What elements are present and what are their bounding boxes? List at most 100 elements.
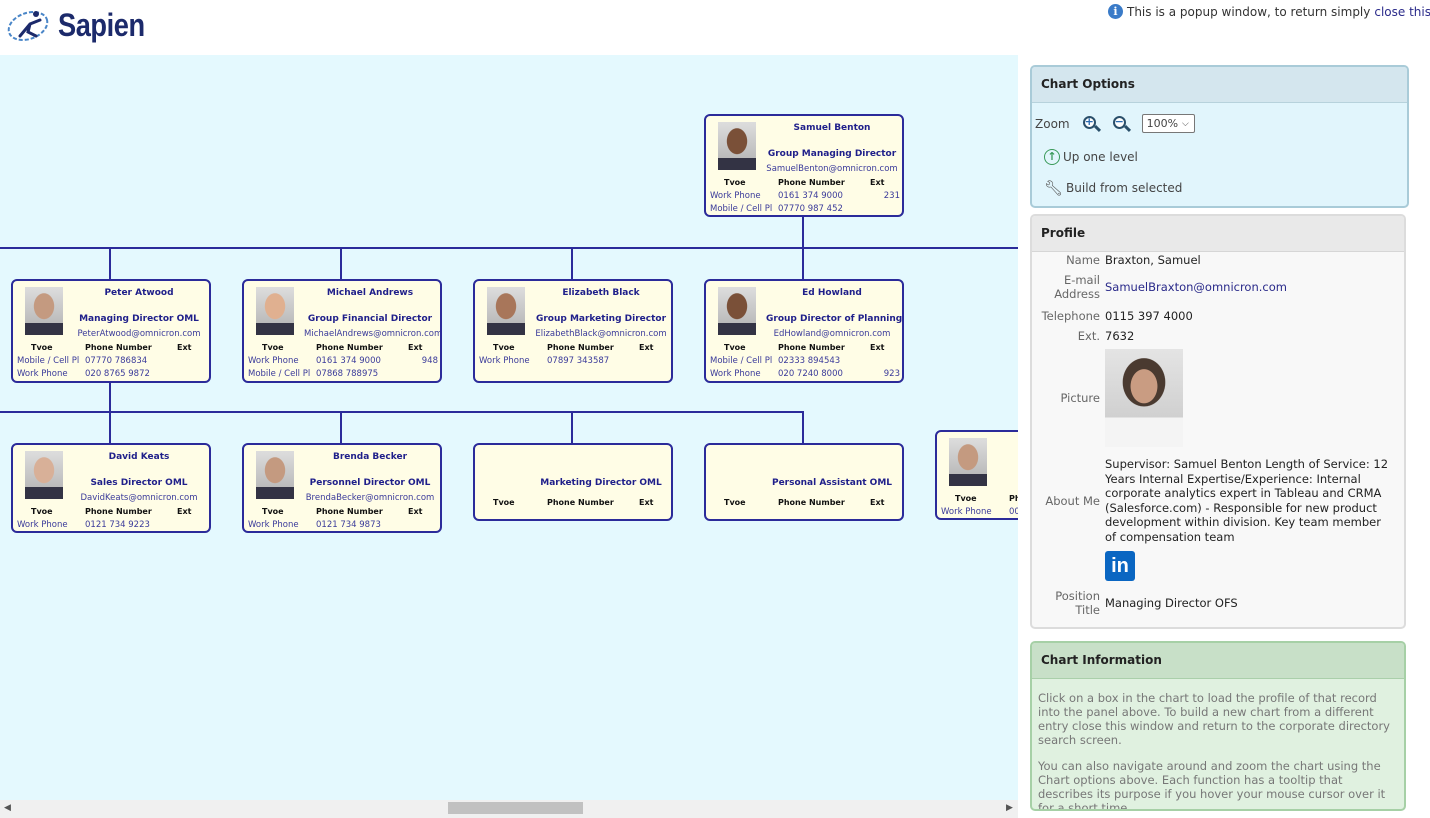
phone-number: 0121 734 9223 (85, 519, 150, 530)
phone-ext: 923 (883, 368, 900, 379)
ext-header: Ext (408, 343, 423, 352)
connector-line (802, 217, 804, 248)
phone-number: 07868 788975 (316, 368, 379, 379)
person-title: S (997, 465, 1018, 475)
email-label: E-mail Address (1054, 273, 1100, 301)
phone-number: 02333 894543 (778, 355, 841, 366)
phone-ext (870, 202, 900, 215)
org-card[interactable]: Personal Assistant OML Tvoe Phone Number Ex… (704, 443, 904, 521)
person-title: Managing Director OML (79, 314, 199, 324)
type-header: Tvoe (262, 507, 284, 516)
phone-ext: 948 (421, 355, 438, 366)
position-label: Position Title (1055, 589, 1100, 617)
ext-header: Ext (177, 507, 192, 516)
person-name: Brenda Becker (332, 452, 408, 462)
zoom-select[interactable]: 100%⌵ (1141, 114, 1195, 133)
person-photo (256, 451, 294, 499)
phone-ext: 231 (883, 190, 900, 201)
person-name: Elizabeth Black (562, 288, 640, 298)
up-one-level-button[interactable]: ↑ Up one level (1044, 149, 1138, 165)
person-title: Group Marketing Director (535, 314, 667, 324)
type-header: Tvoe (724, 343, 746, 352)
type-header: Tvoe (724, 498, 746, 507)
chart-information-panel: Chart Information Click on a box in the … (1030, 641, 1406, 811)
phone-type: Work Phone (710, 368, 761, 379)
person-photo (718, 287, 756, 335)
connector-line (0, 247, 1018, 249)
zoom-out-icon[interactable]: − (1112, 115, 1131, 133)
linkedin-icon[interactable]: in (1105, 551, 1135, 581)
phone-number: 00 (1009, 506, 1018, 517)
scroll-right-arrow-icon[interactable]: ▶ (1006, 803, 1013, 813)
horizontal-scrollbar[interactable]: ◀ ▶ (0, 800, 1018, 818)
email-link[interactable]: SamuelBraxton@omnicron.com (1105, 279, 1287, 294)
phone-type: Work Phone (248, 355, 299, 366)
build-from-selected-label: Build from selected (1066, 181, 1183, 195)
phone-ext (408, 518, 438, 531)
zoom-value: 100% (1146, 117, 1179, 130)
person-photo (487, 287, 525, 335)
close-window-link[interactable]: close this window (1374, 4, 1430, 19)
phone-row: Work Phone 0161 374 9000 948 (248, 354, 438, 367)
org-card[interactable]: ChSTvoePhWork Phone00 (935, 430, 1018, 520)
phone-row: Mobile / Cell Pl 07868 788975 (248, 367, 438, 380)
phone-header: Phone Number (316, 507, 383, 516)
phone-table: TvoePhWork Phone00 (941, 493, 1018, 518)
connector-line (571, 411, 573, 444)
phone-number: 0161 374 9000 (316, 355, 381, 366)
phone-header: Phone Number (778, 498, 845, 507)
build-from-selected-button[interactable]: 🔧︎ Build from selected (1044, 179, 1182, 197)
connector-line (340, 247, 342, 280)
phone-ext (177, 367, 207, 380)
zoom-in-icon[interactable]: + (1082, 115, 1101, 133)
person-email: SamuelBenton@omnicron.com (766, 164, 898, 174)
type-header: Tvoe (31, 343, 53, 352)
connector-line (802, 247, 804, 280)
person-name: Michael Andrews (326, 288, 414, 298)
ext-header: Ext (870, 343, 885, 352)
phone-ext (177, 354, 207, 367)
phone-header: Phone Number (778, 343, 845, 352)
phone-table: Tvoe Phone Number Ext (710, 497, 900, 509)
phone-type: Mobile / Cell Pl (248, 368, 311, 379)
picture-label: Picture (1060, 391, 1100, 405)
scrollbar-thumb[interactable] (448, 802, 583, 814)
ext-header: Ext (639, 343, 654, 352)
phone-type: Work Phone (17, 368, 68, 379)
phone-type: Mobile / Cell Pl (17, 355, 80, 366)
info-icon: i (1108, 4, 1123, 19)
person-photo (949, 438, 987, 486)
type-header: Tvoe (493, 498, 515, 507)
connector-line (109, 247, 111, 280)
position-value: Managing Director OFS (1105, 595, 1238, 610)
phone-number: 020 7240 8000 (778, 368, 843, 379)
scroll-left-arrow-icon[interactable]: ◀ (4, 803, 11, 813)
chart-info-paragraph-2: You can also navigate around and zoom th… (1038, 759, 1386, 811)
phone-row: Work Phone00 (941, 505, 1018, 518)
person-photo (25, 287, 63, 335)
ext-header: Ext (870, 498, 885, 507)
ext-header: Ext (639, 498, 654, 507)
phone-ext (177, 518, 207, 531)
person-email: EdHowland@omnicron.com (773, 329, 891, 339)
person-title: Personal Assistant OML (771, 478, 893, 488)
phone-type: Work Phone (710, 190, 761, 201)
